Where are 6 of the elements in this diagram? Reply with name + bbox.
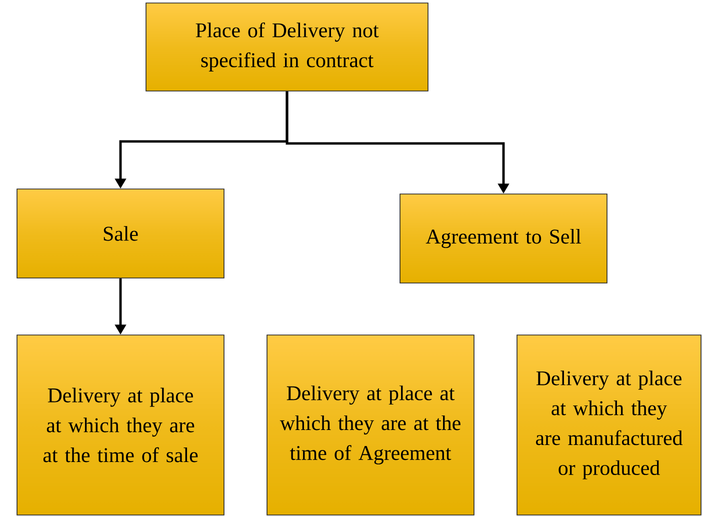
heading-box: Place of Delivery not specified in contract [146,2,428,92]
process-box: Delivery at place at which they are at the time of Agreement [266,334,474,516]
process-box: Sale [16,188,224,278]
process-box: Agreement to Sell [400,194,608,284]
process-box: Delivery at place at which they are at the time of sale [16,334,224,516]
process-box: Delivery at place at which they are manufactured or produced [516,334,702,516]
